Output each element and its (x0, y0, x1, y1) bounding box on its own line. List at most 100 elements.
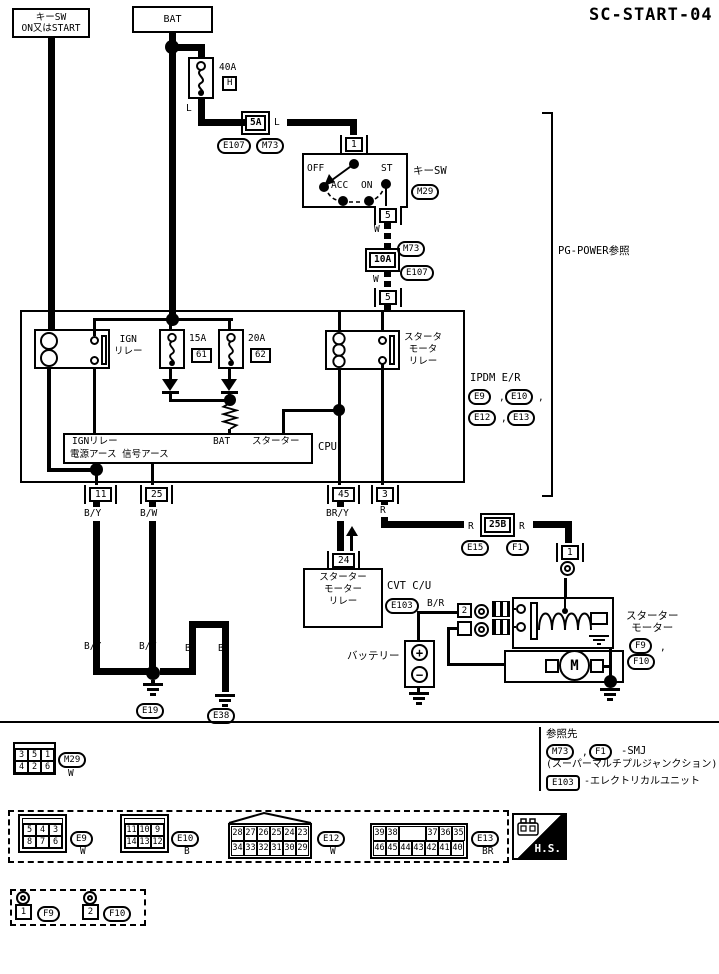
smj-connector-25b: 25B (479, 513, 516, 537)
connector-roof-icon (228, 812, 312, 824)
connector-key-strip (23, 819, 62, 824)
connector-ref-m29: M29 (58, 752, 87, 768)
cpu-port-label: 電源アース 信号アース (70, 449, 169, 460)
wire (93, 369, 96, 433)
ring-terminal-icon (560, 561, 575, 576)
wire (384, 305, 391, 311)
reference-bracket (542, 495, 552, 497)
fuse-ref-box: 62 (250, 348, 271, 363)
connector-ref-f10: F10 (627, 654, 656, 670)
wire (533, 521, 572, 528)
wire (93, 321, 96, 336)
pin-45-ipdm: 45 (327, 485, 361, 504)
key-switch-contacts-icon (319, 159, 391, 208)
wire (337, 502, 344, 507)
connector-ref-f1: F1 (589, 744, 612, 760)
cpu-port-label: IGNリレー (72, 436, 118, 447)
wire (381, 521, 464, 528)
wire (565, 524, 572, 543)
wire (172, 44, 205, 51)
diode-icon (221, 379, 237, 391)
connector-ref-e10: E10 (505, 389, 534, 405)
wire-color-label: R (468, 521, 474, 532)
connector-ref-e103: E103 (546, 775, 580, 791)
terminal-box (457, 621, 472, 636)
ring-terminal-icon (474, 622, 489, 637)
wire (169, 394, 172, 401)
connector-ref-m73: M73 (397, 241, 426, 257)
wire (169, 321, 172, 329)
wire (604, 665, 612, 668)
wire (350, 122, 357, 137)
ring-terminal-icon (16, 891, 30, 905)
relay-contact-icon (90, 356, 99, 365)
junction-dot (224, 394, 236, 406)
switch-pos-acc: ACC (331, 180, 349, 191)
wire-color-label: B/R (427, 598, 445, 609)
wire (417, 688, 420, 692)
wire-smj-section (384, 223, 391, 248)
separator: , (538, 392, 544, 403)
wire (228, 321, 231, 329)
wire (169, 369, 172, 379)
battery-feed-box: BAT (132, 6, 213, 33)
wire-color-label: W (374, 224, 380, 235)
fuse-icon (226, 332, 236, 367)
wire (564, 578, 567, 598)
wire (151, 680, 155, 683)
pin-1-key-switch: 1 (340, 135, 368, 154)
wire-smj-section (384, 271, 391, 289)
cvt-cu-box (303, 568, 383, 628)
key-switch-power-source-box: キーSW ON又はSTART (12, 8, 90, 38)
wire (282, 409, 338, 412)
wire (337, 521, 344, 553)
section-divider (0, 721, 719, 723)
battery-label: バッテリー (347, 650, 400, 662)
wire-color-label: B (218, 643, 224, 654)
connector-key-strip (125, 819, 164, 824)
pin-3-ipdm: 3 (371, 485, 399, 504)
notes-border (539, 727, 541, 791)
switch-pos-on: ON (361, 180, 373, 191)
wire (93, 668, 156, 675)
ground-ref-e19: E19 (136, 703, 165, 719)
wire (151, 464, 154, 485)
cvt-cu-name: CVT C/U (387, 580, 432, 592)
fuse-icon (167, 332, 177, 367)
fuse-ref-box: H (222, 76, 238, 91)
motor-terminal-icon (590, 659, 604, 673)
wire (417, 613, 420, 640)
connector-color-label: BR (482, 846, 494, 857)
reference-heading: 参照先 (546, 728, 578, 740)
wire (189, 621, 229, 628)
cpu-label: CPU (318, 441, 337, 453)
connector-group-box (10, 889, 146, 926)
relay-contact-icon (90, 336, 99, 345)
junction-dot (333, 404, 345, 416)
fuse-amps-label: 40A (219, 62, 237, 73)
connector-ref-e12: E12 (317, 831, 346, 847)
pin-24-cvt: 24 (327, 551, 361, 570)
connector-ref-m29: M29 (411, 184, 440, 200)
connector-color-label: W (68, 768, 74, 779)
e103-note: -エレクトリカルユニット (584, 776, 701, 787)
battery-negative-terminal-icon: − (411, 666, 428, 683)
wire (169, 399, 231, 402)
wire-color-label: R (380, 505, 386, 516)
wire (447, 627, 450, 666)
wire (149, 502, 156, 507)
pin-1-starter: 1 (556, 543, 584, 562)
ipdm-name-label: IPDM E/R (470, 372, 521, 384)
relay-armature-icon (389, 335, 395, 365)
connector-ref-e107: E107 (400, 265, 434, 281)
reference-bracket (551, 112, 553, 497)
smj-full-note: (スーパーマルチプルジャンクション) (546, 759, 718, 770)
connector-ref-e103: E103 (385, 598, 419, 614)
diode-icon (162, 391, 179, 394)
